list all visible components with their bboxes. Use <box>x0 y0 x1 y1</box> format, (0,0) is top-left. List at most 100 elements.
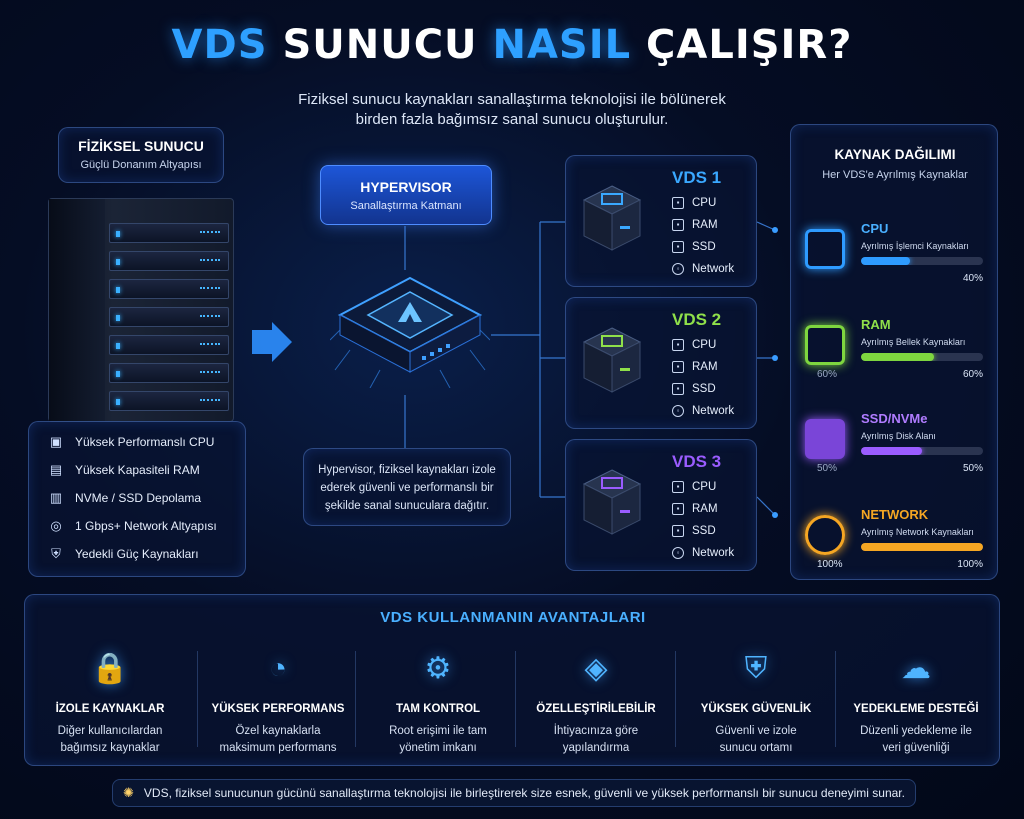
hypervisor-subtitle: Sanallaştırma Katmanı <box>350 200 462 212</box>
shield-icon: ⛨ <box>744 652 768 685</box>
server-rack-illustration <box>48 198 234 422</box>
resource-network: NETWORK Ayrılmış Network Kaynakları 100%… <box>791 507 999 593</box>
vds-spec-ram: ▪RAM <box>672 500 718 518</box>
lightbulb-icon: ✺ <box>123 785 134 800</box>
vds-spec-network: ◦Network <box>672 402 734 420</box>
resource-bar-fill <box>861 447 922 455</box>
feature-network: ◎1 Gbps+ Network Altyapısı <box>47 515 216 537</box>
ssd-icon: ▪ <box>672 525 684 537</box>
cpu-icon: ▪ <box>672 197 684 209</box>
footer-note: ✺ VDS, fiziksel sunucunun gücünü sanalla… <box>112 779 916 807</box>
resource-cpu: CPU Ayrılmış İşlemci Kaynakları 40% <box>791 221 999 307</box>
layers-icon: ◈ <box>584 652 608 685</box>
vds-card-2: VDS 2 ▪CPU ▪RAM ▪SSD ◦Network <box>565 297 757 429</box>
arrow-to-hypervisor <box>252 322 292 362</box>
ssd-icon: ▪ <box>672 241 684 253</box>
subtitle-line-1: Fiziksel sunucu kaynakları sanallaştırma… <box>298 91 726 108</box>
title-word-vds: VDS <box>171 22 268 68</box>
cpu-icon: ▪ <box>672 339 684 351</box>
hypervisor-label-box: HYPERVISOR Sanallaştırma Katmanı <box>320 165 492 225</box>
globe-icon <box>805 515 845 555</box>
physical-server-title: FİZİKSEL SUNUCU <box>78 138 204 154</box>
vds-spec-ssd: ▪SSD <box>672 238 716 256</box>
ssd-icon: ▪ <box>672 383 684 395</box>
globe-icon: ◦ <box>672 263 684 275</box>
ssd-icon <box>805 419 845 459</box>
feature-ram: ▤Yüksek Kapasiteli RAM <box>47 459 200 481</box>
vds-spec-cpu: ▪CPU <box>672 478 716 496</box>
speedometer-icon: ◔ <box>268 652 288 685</box>
resource-bar-track <box>861 257 983 265</box>
title-word-calisir: ÇALIŞIR? <box>646 22 853 68</box>
cpu-icon: ▪ <box>672 481 684 493</box>
page-subtitle: Fiziksel sunucu kaynakları sanallaştırma… <box>0 90 1024 130</box>
resource-bar-fill <box>861 257 910 265</box>
resource-bar-track <box>861 543 983 551</box>
footer-text: VDS, fiziksel sunucunun gücünü sanallaşt… <box>143 786 905 800</box>
ram-icon: ▤ <box>49 462 63 477</box>
hypervisor-title: HYPERVISOR <box>360 179 452 195</box>
advantage-backup: ☁ YEDEKLEME DESTEĞİ Düzenli yedekleme il… <box>837 643 995 758</box>
vds-cube-icon <box>582 469 642 535</box>
resource-bar-fill <box>861 543 983 551</box>
ssd-icon: ▥ <box>49 490 63 505</box>
physical-features-list: ▣Yüksek Performanslı CPU ▤Yüksek Kapasit… <box>28 421 246 577</box>
page-title: VDS SUNUCU NASIL ÇALIŞIR? <box>0 22 1024 68</box>
vds-name: VDS 2 <box>672 310 722 329</box>
physical-server-subtitle: Güçlü Donanım Altyapısı <box>80 159 202 171</box>
vds-spec-network: ◦Network <box>672 544 734 562</box>
ram-icon: ▪ <box>672 219 684 231</box>
resource-bar-fill <box>861 353 935 361</box>
resources-title: KAYNAK DAĞILIMI <box>834 147 956 162</box>
resource-bar-track <box>861 353 983 361</box>
vds-cube-icon <box>582 185 642 251</box>
resource-ssd: SSD/NVMe Ayrılmış Disk Alanı 50% 50% <box>791 411 999 497</box>
vds-spec-cpu: ▪CPU <box>672 336 716 354</box>
feature-ssd: ▥NVMe / SSD Depolama <box>47 487 201 509</box>
globe-icon: ◦ <box>672 405 684 417</box>
vds-spec-ssd: ▪SSD <box>672 380 716 398</box>
cpu-icon <box>805 229 845 269</box>
vds-spec-ssd: ▪SSD <box>672 522 716 540</box>
hypervisor-chip-illustration <box>330 276 490 388</box>
feature-power: ⛨Yedekli Güç Kaynakları <box>47 543 199 565</box>
vds-card-1: VDS 1 ▪CPU ▪RAM ▪SSD ◦Network <box>565 155 757 287</box>
vds-name: VDS 3 <box>672 452 722 471</box>
cloud-backup-icon: ☁ <box>901 652 931 685</box>
vds-name: VDS 1 <box>672 168 722 187</box>
vds-cube-icon <box>582 327 642 393</box>
resources-subtitle: Her VDS'e Ayrılmış Kaynaklar <box>822 169 968 181</box>
vds-card-3: VDS 3 ▪CPU ▪RAM ▪SSD ◦Network <box>565 439 757 571</box>
ram-icon: ▪ <box>672 361 684 373</box>
cpu-icon: ▣ <box>49 434 63 449</box>
hypervisor-description-box: Hypervisor, fiziksel kaynakları izole ed… <box>303 448 511 526</box>
advantages-panel: VDS KULLANMANIN AVANTAJLARI 🔒 İZOLE KAYN… <box>24 594 1000 766</box>
ram-icon <box>805 325 845 365</box>
advantages-title: VDS KULLANMANIN AVANTAJLARI <box>380 609 646 626</box>
resource-distribution-panel: KAYNAK DAĞILIMI Her VDS'e Ayrılmış Kayna… <box>790 124 998 580</box>
lock-icon: 🔒 <box>91 652 129 685</box>
resource-ram: RAM Ayrılmış Bellek Kaynakları 60% 60% <box>791 317 999 403</box>
globe-icon: ◦ <box>672 547 684 559</box>
title-word-nasil: NASIL <box>492 22 632 68</box>
ram-icon: ▪ <box>672 503 684 515</box>
network-icon: ◎ <box>50 518 62 533</box>
vds-spec-network: ◦Network <box>672 260 734 278</box>
gear-icon: ⚙ <box>424 652 452 685</box>
vds-spec-ram: ▪RAM <box>672 358 718 376</box>
vds-spec-ram: ▪RAM <box>672 216 718 234</box>
title-word-sunucu: SUNUCU <box>282 22 478 68</box>
subtitle-line-2: birden fazla bağımsız sanal sunucu oluşt… <box>355 111 669 128</box>
physical-server-header: FİZİKSEL SUNUCU Güçlü Donanım Altyapısı <box>58 127 224 183</box>
resource-bar-track <box>861 447 983 455</box>
shield-icon: ⛨ <box>51 546 61 561</box>
vds-spec-cpu: ▪CPU <box>672 194 716 212</box>
hypervisor-description: Hypervisor, fiziksel kaynakları izole ed… <box>318 464 496 512</box>
feature-cpu: ▣Yüksek Performanslı CPU <box>47 431 215 453</box>
